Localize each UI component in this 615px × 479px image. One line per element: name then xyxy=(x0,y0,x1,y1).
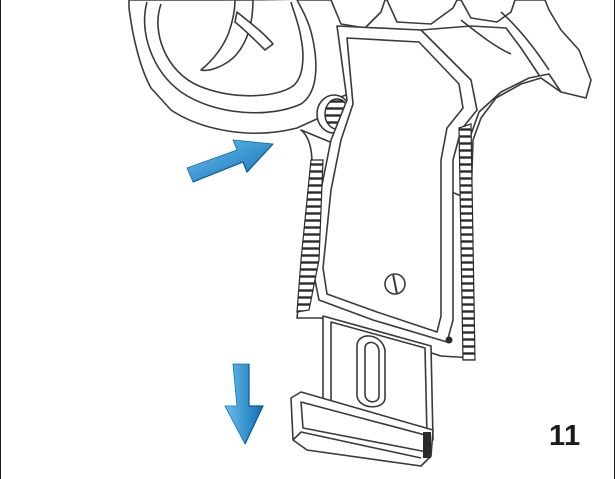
arrow-down-icon xyxy=(224,363,264,445)
grip-texture-back xyxy=(458,123,476,361)
magazine-base-plate xyxy=(290,391,434,467)
grip-texture-front xyxy=(296,159,324,313)
step-number: 11 xyxy=(549,420,581,452)
pistol-grip xyxy=(296,25,562,359)
arrow-icon xyxy=(186,139,274,183)
grip-screw-bottom xyxy=(384,273,406,295)
frame-pin xyxy=(445,336,453,344)
